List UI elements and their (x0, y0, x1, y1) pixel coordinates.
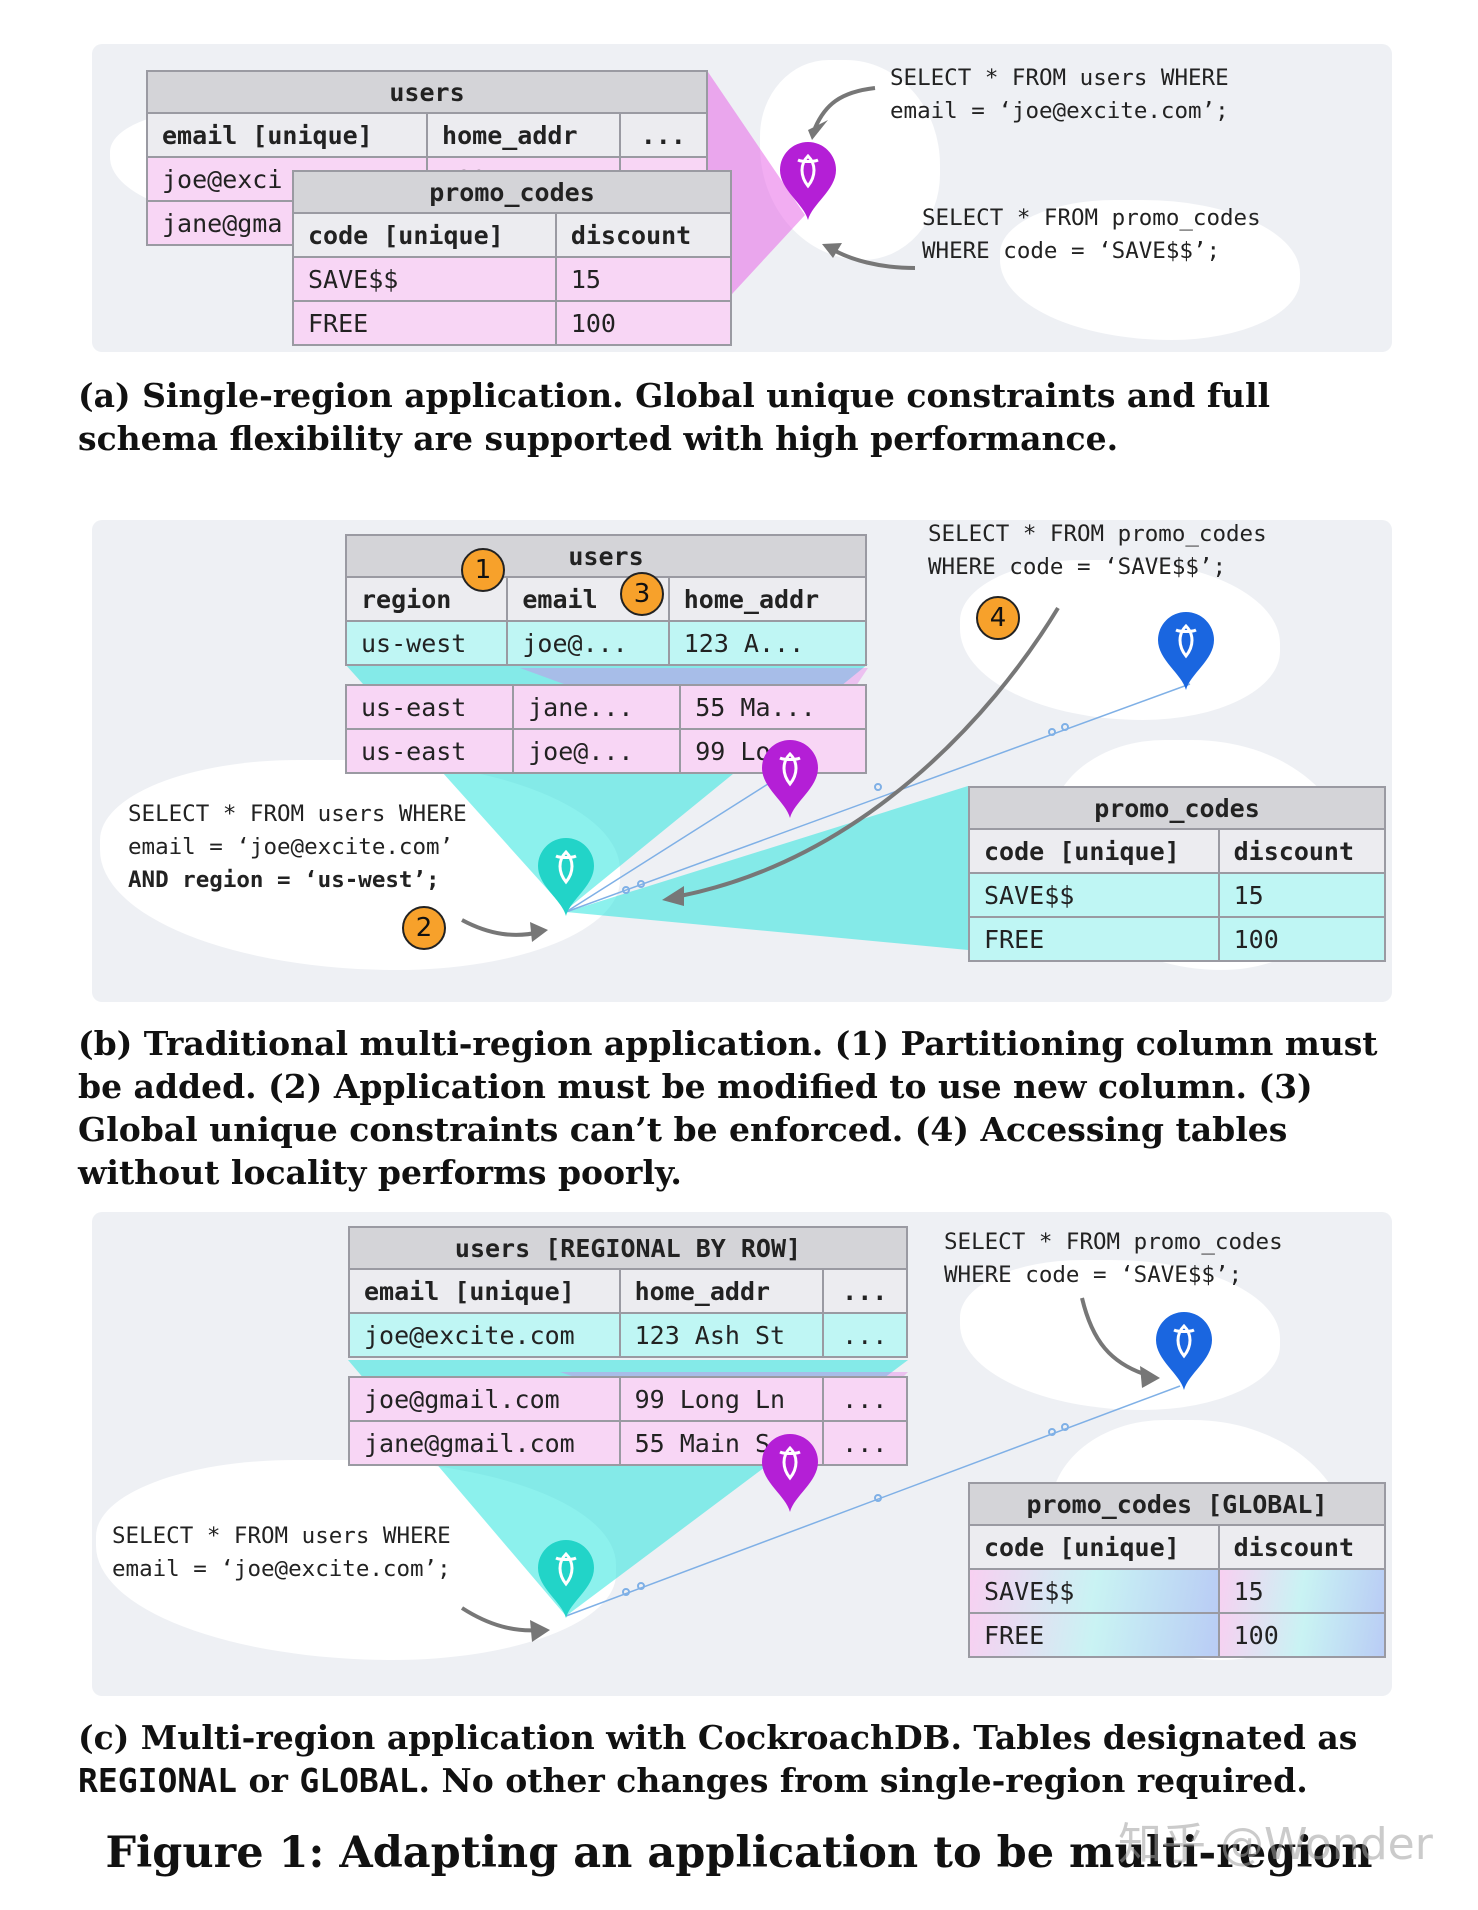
caption-text: . No other changes from single-region re… (418, 1761, 1308, 1800)
figure-title: Figure 1: Adapting an application to be … (105, 1828, 1373, 1878)
column-header: discount (1217, 1524, 1387, 1570)
table-cell: 123 A... (667, 620, 868, 666)
table-cell: ... (821, 1376, 908, 1422)
watermark: 知乎 @Wonder (1118, 1819, 1433, 1870)
column-header: ... (821, 1268, 908, 1314)
column-header: code [unique] (968, 828, 1220, 874)
table-cell: us-east (344, 728, 515, 774)
query-users-a: SELECT * FROM users WHERE email = ‘joe@e… (890, 62, 1229, 128)
table-cell: ... (821, 1312, 908, 1358)
users-table-c-west: users [REGIONAL BY ROW] email [unique] h… (348, 1226, 908, 1358)
table-cell: us-east (344, 684, 515, 730)
column-header: code [unique] (968, 1524, 1220, 1570)
table-cell: SAVE$$ (968, 872, 1220, 918)
table-cell: 100 (1217, 916, 1387, 962)
table-cell: 99 Long Ln (618, 1376, 824, 1422)
column-header: email [unique] (145, 112, 429, 158)
sql-line: email = ‘joe@excite.com’ (128, 834, 454, 860)
table-cell: SAVE$$ (292, 256, 557, 302)
table-title: users [REGIONAL BY ROW] (348, 1226, 908, 1270)
purple-location-pin-icon (780, 142, 836, 220)
caption-b: (b) Traditional multi-region application… (78, 1024, 1378, 1192)
table-cell: SAVE$$ (968, 1568, 1220, 1614)
query-promo-c: SELECT * FROM promo_codes WHERE code = ‘… (944, 1226, 1283, 1292)
table-cell: joe@gmail.com (348, 1376, 621, 1422)
sql-line: SELECT * FROM users WHERE (128, 801, 467, 827)
table-cell: joe@... (506, 620, 670, 666)
caption-text: or (236, 1761, 300, 1800)
column-header: code [unique] (292, 212, 557, 258)
column-header: home_addr (426, 112, 621, 158)
badge-4: 4 (976, 596, 1020, 640)
query-promo-a: SELECT * FROM promo_codes WHERE code = ‘… (922, 202, 1261, 268)
sql-line: SELECT * FROM users WHERE (112, 1523, 451, 1549)
badge-1: 1 (461, 548, 505, 592)
sql-line: email = ‘joe@excite.com’; (890, 98, 1229, 124)
table-cell: jane@gmail.com (348, 1420, 621, 1466)
query-users-b: SELECT * FROM users WHERE email = ‘joe@e… (128, 798, 467, 897)
table-cell: joe@excite.com (348, 1312, 621, 1358)
sql-line: AND region = ‘us-west’; (128, 867, 440, 893)
sql-line: WHERE code = ‘SAVE$$’; (928, 554, 1227, 580)
table-cell: FREE (968, 1612, 1220, 1658)
table-cell: us-west (344, 620, 509, 666)
caption-a: (a) Single-region application. Global un… (78, 376, 1271, 458)
column-header: discount (1217, 828, 1387, 874)
table-title: promo_codes [GLOBAL] (968, 1482, 1386, 1526)
caption-code: REGIONAL (78, 1761, 237, 1800)
blue-location-pin-icon (1158, 612, 1214, 690)
purple-location-pin-icon (762, 740, 818, 818)
sql-line: email = ‘joe@excite.com’; (112, 1556, 451, 1582)
sql-line: SELECT * FROM users WHERE (890, 65, 1229, 91)
table-cell: 100 (554, 300, 733, 346)
promo-table-c: promo_codes [GLOBAL] code [unique]discou… (968, 1482, 1387, 1658)
table-cell: 15 (1217, 872, 1387, 918)
caption-c: (c) Multi-region application with Cockro… (78, 1716, 1418, 1802)
table-cell: jane... (512, 684, 682, 730)
column-header: home_addr (667, 576, 868, 622)
column-header: home_addr (618, 1268, 824, 1314)
sql-line: WHERE code = ‘SAVE$$’; (922, 238, 1221, 264)
table-cell: 15 (1217, 1568, 1387, 1614)
table-title: users (345, 534, 867, 578)
sql-line: WHERE code = ‘SAVE$$’; (944, 1262, 1243, 1288)
query-users-c: SELECT * FROM users WHERE email = ‘joe@e… (112, 1520, 451, 1586)
table-cell: FREE (292, 300, 557, 346)
table-cell: FREE (968, 916, 1220, 962)
map-land (1000, 200, 1300, 340)
table-title: promo_codes (292, 170, 732, 214)
table-cell: 15 (554, 256, 733, 302)
table-cell: 100 (1217, 1612, 1387, 1658)
column-header: email [unique] (348, 1268, 621, 1314)
column-header: discount (554, 212, 733, 258)
query-promo-b: SELECT * FROM promo_codes WHERE code = ‘… (928, 518, 1267, 584)
table-title: users (146, 70, 708, 114)
table-cell: joe@... (512, 728, 682, 774)
column-header: ... (618, 112, 709, 158)
cyan-location-pin-icon (538, 838, 594, 916)
badge-2: 2 (402, 906, 446, 950)
blue-location-pin-icon (1156, 1312, 1212, 1390)
sql-line: SELECT * FROM promo_codes (922, 205, 1261, 231)
cyan-location-pin-icon (538, 1540, 594, 1618)
table-title: promo_codes (968, 786, 1386, 830)
promo-table-a: promo_codes code [unique]discount SAVE$$… (292, 170, 733, 346)
caption-code: GLOBAL (299, 1761, 419, 1800)
table-cell: ... (821, 1420, 908, 1466)
table-cell: 55 Ma... (679, 684, 867, 730)
promo-table-b: promo_codes code [unique]discount SAVE$$… (968, 786, 1387, 962)
table-cell: 123 Ash St (618, 1312, 824, 1358)
purple-location-pin-icon (762, 1434, 818, 1512)
badge-3: 3 (620, 572, 664, 616)
sql-line: SELECT * FROM promo_codes (928, 521, 1267, 547)
caption-text: (c) Multi-region application with Cockro… (78, 1718, 1358, 1757)
sql-line: SELECT * FROM promo_codes (944, 1229, 1283, 1255)
